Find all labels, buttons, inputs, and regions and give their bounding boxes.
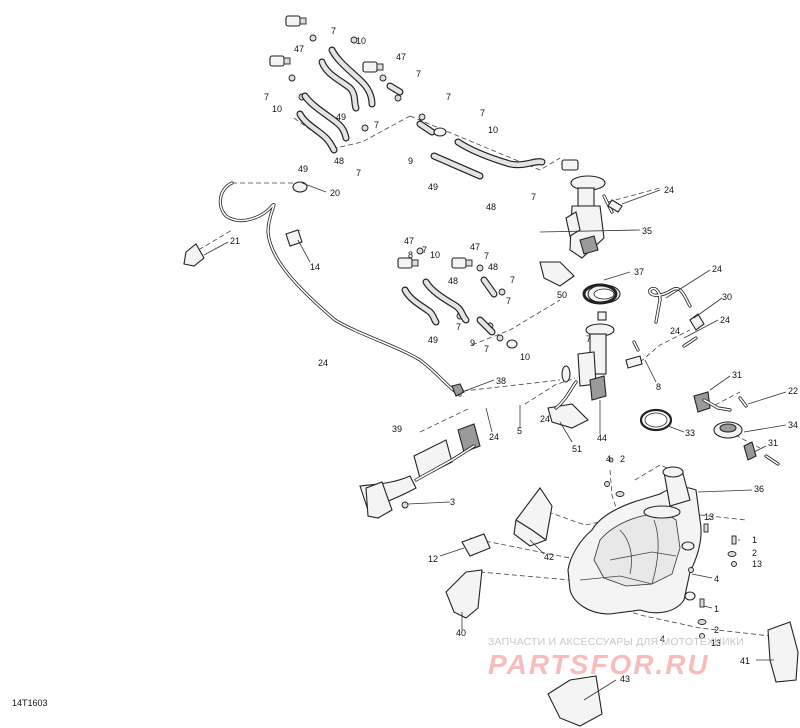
callout: 7 bbox=[484, 251, 489, 261]
callout: 10 bbox=[488, 125, 498, 135]
callout: 47 bbox=[470, 242, 480, 252]
callout: 43 bbox=[620, 674, 630, 684]
callout: 7 bbox=[356, 168, 361, 178]
callout: 4 bbox=[606, 454, 611, 464]
callout-labels: 7 10 47 7 10 47 7 7 49 48 7 7 7 10 9 49 … bbox=[230, 26, 798, 684]
callout: 8 bbox=[408, 250, 413, 260]
callout: 7 bbox=[416, 69, 421, 79]
callout: 7 bbox=[531, 192, 536, 202]
callout: 48 bbox=[448, 276, 458, 286]
callout: 24 bbox=[712, 264, 722, 274]
upper-hose-cluster bbox=[269, 15, 546, 180]
callout: 8 bbox=[656, 382, 661, 392]
callout: 14 bbox=[310, 262, 320, 272]
callout: 47 bbox=[294, 44, 304, 54]
callout: 13 bbox=[711, 638, 721, 648]
callout: 49 bbox=[428, 335, 438, 345]
callout: 40 bbox=[456, 628, 466, 638]
pump-support-bracket bbox=[359, 423, 481, 519]
callout: 22 bbox=[788, 386, 798, 396]
callout: 48 bbox=[488, 262, 498, 272]
callout: 24 bbox=[720, 315, 730, 325]
callout: 1 bbox=[714, 604, 719, 614]
callout: 7 bbox=[506, 296, 511, 306]
callout: 9 bbox=[408, 156, 413, 166]
callout: 24 bbox=[318, 358, 328, 368]
callout: 49 bbox=[428, 182, 438, 192]
callout: 10 bbox=[356, 36, 366, 46]
gaskets bbox=[639, 408, 673, 432]
callout: 36 bbox=[754, 484, 764, 494]
callout: 10 bbox=[272, 104, 282, 114]
callout: 35 bbox=[642, 226, 652, 236]
callout: 2 bbox=[752, 548, 757, 558]
callout: 13 bbox=[704, 512, 714, 522]
callout: 7 bbox=[480, 108, 485, 118]
mounting-hardware bbox=[604, 457, 737, 639]
callout: 9 bbox=[470, 338, 475, 348]
callout: 34 bbox=[788, 420, 798, 430]
heat-shields bbox=[445, 487, 799, 727]
callout: 39 bbox=[392, 424, 402, 434]
callout: 7 bbox=[422, 245, 427, 255]
callout: 44 bbox=[597, 433, 607, 443]
callout: 48 bbox=[486, 202, 496, 212]
diagram-reference-code: 14T1603 bbox=[12, 698, 48, 708]
callout: 7 bbox=[446, 92, 451, 102]
callout: 10 bbox=[430, 250, 440, 260]
callout: 38 bbox=[496, 376, 506, 386]
callout: 7 bbox=[264, 92, 269, 102]
callout: 41 bbox=[740, 656, 750, 666]
callout: 30 bbox=[722, 292, 732, 302]
callout: 51 bbox=[572, 444, 582, 454]
callout: 49 bbox=[298, 164, 308, 174]
callout: 3 bbox=[450, 497, 455, 507]
callout: 24 bbox=[670, 326, 680, 336]
callout: 31 bbox=[732, 370, 742, 380]
callout: 24 bbox=[489, 432, 499, 442]
callout: 47 bbox=[404, 236, 414, 246]
lock-ring-37 bbox=[582, 283, 618, 305]
callout: 24 bbox=[664, 185, 674, 195]
callout: 42 bbox=[544, 552, 554, 562]
callout: 5 bbox=[517, 426, 522, 436]
callout: 7 bbox=[586, 334, 591, 344]
callout: 7 bbox=[374, 120, 379, 130]
leader-lines bbox=[203, 182, 787, 701]
callout: 24 bbox=[540, 414, 550, 424]
callout: 31 bbox=[768, 438, 778, 448]
callout: 4 bbox=[660, 634, 665, 644]
callout: 1 bbox=[752, 535, 757, 545]
callout: 21 bbox=[230, 236, 240, 246]
callout: 7 bbox=[331, 26, 336, 36]
callout: 7 bbox=[484, 344, 489, 354]
callout: 13 bbox=[752, 559, 762, 569]
callout: 50 bbox=[557, 290, 567, 300]
callout: 33 bbox=[685, 428, 695, 438]
fuel-pump-upper-35 bbox=[539, 159, 623, 304]
callout: 2 bbox=[714, 625, 719, 635]
fuel-line-24-left bbox=[183, 181, 465, 397]
callout: 7 bbox=[510, 275, 515, 285]
callout: 20 bbox=[330, 188, 340, 198]
middle-hose-cluster bbox=[397, 247, 518, 349]
callout: 49 bbox=[336, 112, 346, 122]
right-fuel-lines bbox=[625, 286, 705, 369]
callout: 7 bbox=[456, 322, 461, 332]
callout: 37 bbox=[634, 267, 644, 277]
callout: 10 bbox=[520, 352, 530, 362]
fuel-level-sensor bbox=[693, 391, 780, 466]
callout: 4 bbox=[714, 574, 719, 584]
callout: 48 bbox=[334, 156, 344, 166]
callout: 2 bbox=[620, 454, 625, 464]
fuel-pump-lower-44 bbox=[547, 311, 615, 429]
callout: 47 bbox=[396, 52, 406, 62]
callout: 12 bbox=[428, 554, 438, 564]
fuel-tank-36 bbox=[567, 466, 702, 615]
